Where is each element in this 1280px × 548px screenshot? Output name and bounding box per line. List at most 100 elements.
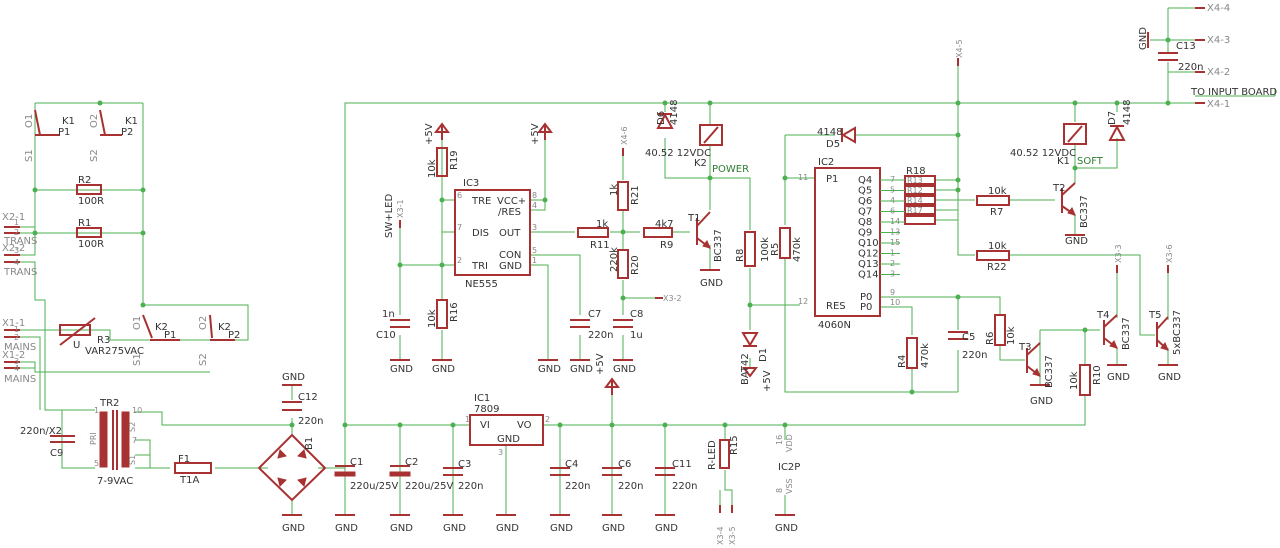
t2-ref: T2	[1052, 183, 1065, 194]
x4-5-label: X4-5	[955, 39, 964, 58]
c11-ref: C11	[672, 459, 692, 470]
gnd-t4: GND	[1107, 372, 1130, 383]
d7-diode	[1108, 124, 1126, 141]
pin1a: 1	[14, 218, 19, 227]
power-net-label: POWER	[712, 164, 749, 175]
r6-value: 10k	[1006, 326, 1017, 345]
gnd-ic2p: GND	[775, 523, 798, 534]
c1-value: 220u/25V	[350, 481, 399, 492]
x4-4-label: X4-4	[1207, 3, 1230, 14]
f1-value: T1A	[179, 475, 199, 486]
trans-label-1: TRANS	[3, 236, 37, 247]
gnd-c8: GND	[613, 364, 636, 375]
r8-symbol	[744, 231, 756, 267]
r11-value: 1k	[596, 219, 608, 230]
c13-value: 220n	[1178, 62, 1203, 73]
d1-ref: D1	[758, 348, 769, 362]
b1-bridge	[257, 433, 327, 502]
t2-type: BC337	[1079, 195, 1090, 228]
r15-ref: R15	[729, 435, 740, 455]
r4-symbol	[906, 337, 918, 369]
ic3-pin4: 4	[532, 201, 537, 210]
tr2-transformer	[99, 410, 130, 470]
d6-type: 4148	[669, 100, 680, 125]
ic2-output-q4: Q4	[858, 175, 872, 186]
ic2-4060n	[814, 167, 881, 317]
mains-label-1: MAINS	[4, 342, 36, 353]
k1-spec: 40.52 12VDC	[1010, 148, 1076, 159]
r2-ref: R2	[78, 175, 91, 186]
x3-1-label: X3-1	[396, 199, 405, 218]
d6-diode	[656, 112, 674, 129]
ic2p-vss: VSS	[785, 478, 794, 494]
x3-6-label: X3-6	[1165, 244, 1174, 263]
ic2-output-q8: Q8	[858, 217, 872, 228]
gnd-c10: GND	[390, 364, 413, 375]
tr-p10: 10	[132, 406, 142, 415]
r4-ref: R4	[897, 355, 908, 368]
ic3-pin2: 2	[457, 256, 462, 265]
c8-value: 1u	[630, 330, 643, 341]
s2-label-left: S2	[89, 149, 100, 162]
r11-symbol	[577, 227, 609, 238]
gnd-b1: GND	[282, 523, 305, 534]
c9-value: 220n/X2	[20, 426, 62, 437]
t1-ref: T1	[687, 213, 700, 224]
r6-symbol	[994, 314, 1006, 346]
x3-3-label: X3-3	[1114, 244, 1123, 263]
c8-symbol	[613, 319, 633, 328]
t3-transistor	[1026, 342, 1041, 377]
junctions	[32, 37, 1171, 428]
x2-2-label: X2-2	[2, 243, 25, 254]
gnd-t5: GND	[1158, 372, 1181, 383]
x4-2-label: X4-2	[1207, 67, 1230, 78]
ic3-ref: IC3	[463, 178, 479, 189]
gnd-ic3: GND	[538, 364, 561, 375]
r7-ref: R7	[990, 207, 1003, 218]
ic2-output-q6: Q6	[858, 196, 872, 207]
c7-symbol	[570, 319, 590, 328]
gnd-t3: GND	[1030, 396, 1053, 407]
r18-ref: R18	[906, 166, 926, 177]
ic1-part: 7809	[474, 404, 499, 415]
ic1-p2: 2	[545, 415, 550, 424]
o2-label-mid: O2	[198, 316, 209, 330]
r16-ref: R16	[449, 302, 460, 322]
wires	[20, 7, 1276, 515]
ic2p-ref: IC2P	[778, 462, 800, 473]
r6-ref: R6	[985, 332, 996, 345]
k2-coil	[699, 124, 723, 146]
vcc-ic3-left: +5V	[424, 123, 435, 145]
gnd-c4: GND	[550, 523, 573, 534]
gnd-c2: GND	[390, 523, 413, 534]
k2-ref: K2	[694, 158, 707, 169]
c12-value: 220n	[298, 416, 323, 427]
r3-value: VAR275VAC	[85, 346, 144, 357]
gnd-t2: GND	[1065, 236, 1088, 247]
f1-ref: F1	[178, 454, 190, 465]
bat42-label: BAT42	[740, 353, 751, 385]
tr-p7: 7	[132, 436, 137, 445]
ic3-gnd: GND	[499, 261, 522, 272]
ic2-output-q14: Q14	[858, 270, 879, 281]
supply-arrows	[434, 122, 758, 395]
sw-led-label: SW+LED	[384, 193, 395, 238]
ic1-ref: IC1	[474, 393, 490, 404]
c6-ref: C6	[618, 459, 631, 470]
tr2-ref: TR2	[99, 398, 119, 409]
r12-ref: R12	[907, 186, 923, 195]
pin3a: 3	[14, 246, 19, 255]
mains-label-2: MAINS	[4, 374, 36, 385]
ic2-output-q9: Q9	[858, 228, 872, 239]
ic3-ne555	[454, 189, 531, 276]
tr-pri: PRI	[89, 432, 98, 445]
s1-label-left: S1	[24, 149, 35, 162]
x3-2-label: X3-2	[663, 294, 682, 303]
pin1b: 1	[14, 325, 19, 334]
ic1-p1: 1	[465, 415, 470, 424]
r3-ref: R3	[97, 335, 110, 346]
tr-s1: S1	[128, 455, 137, 465]
ic3-pin8: 8	[532, 191, 537, 200]
t1-transistor	[696, 211, 711, 249]
ic2-ref: IC2	[818, 157, 834, 168]
